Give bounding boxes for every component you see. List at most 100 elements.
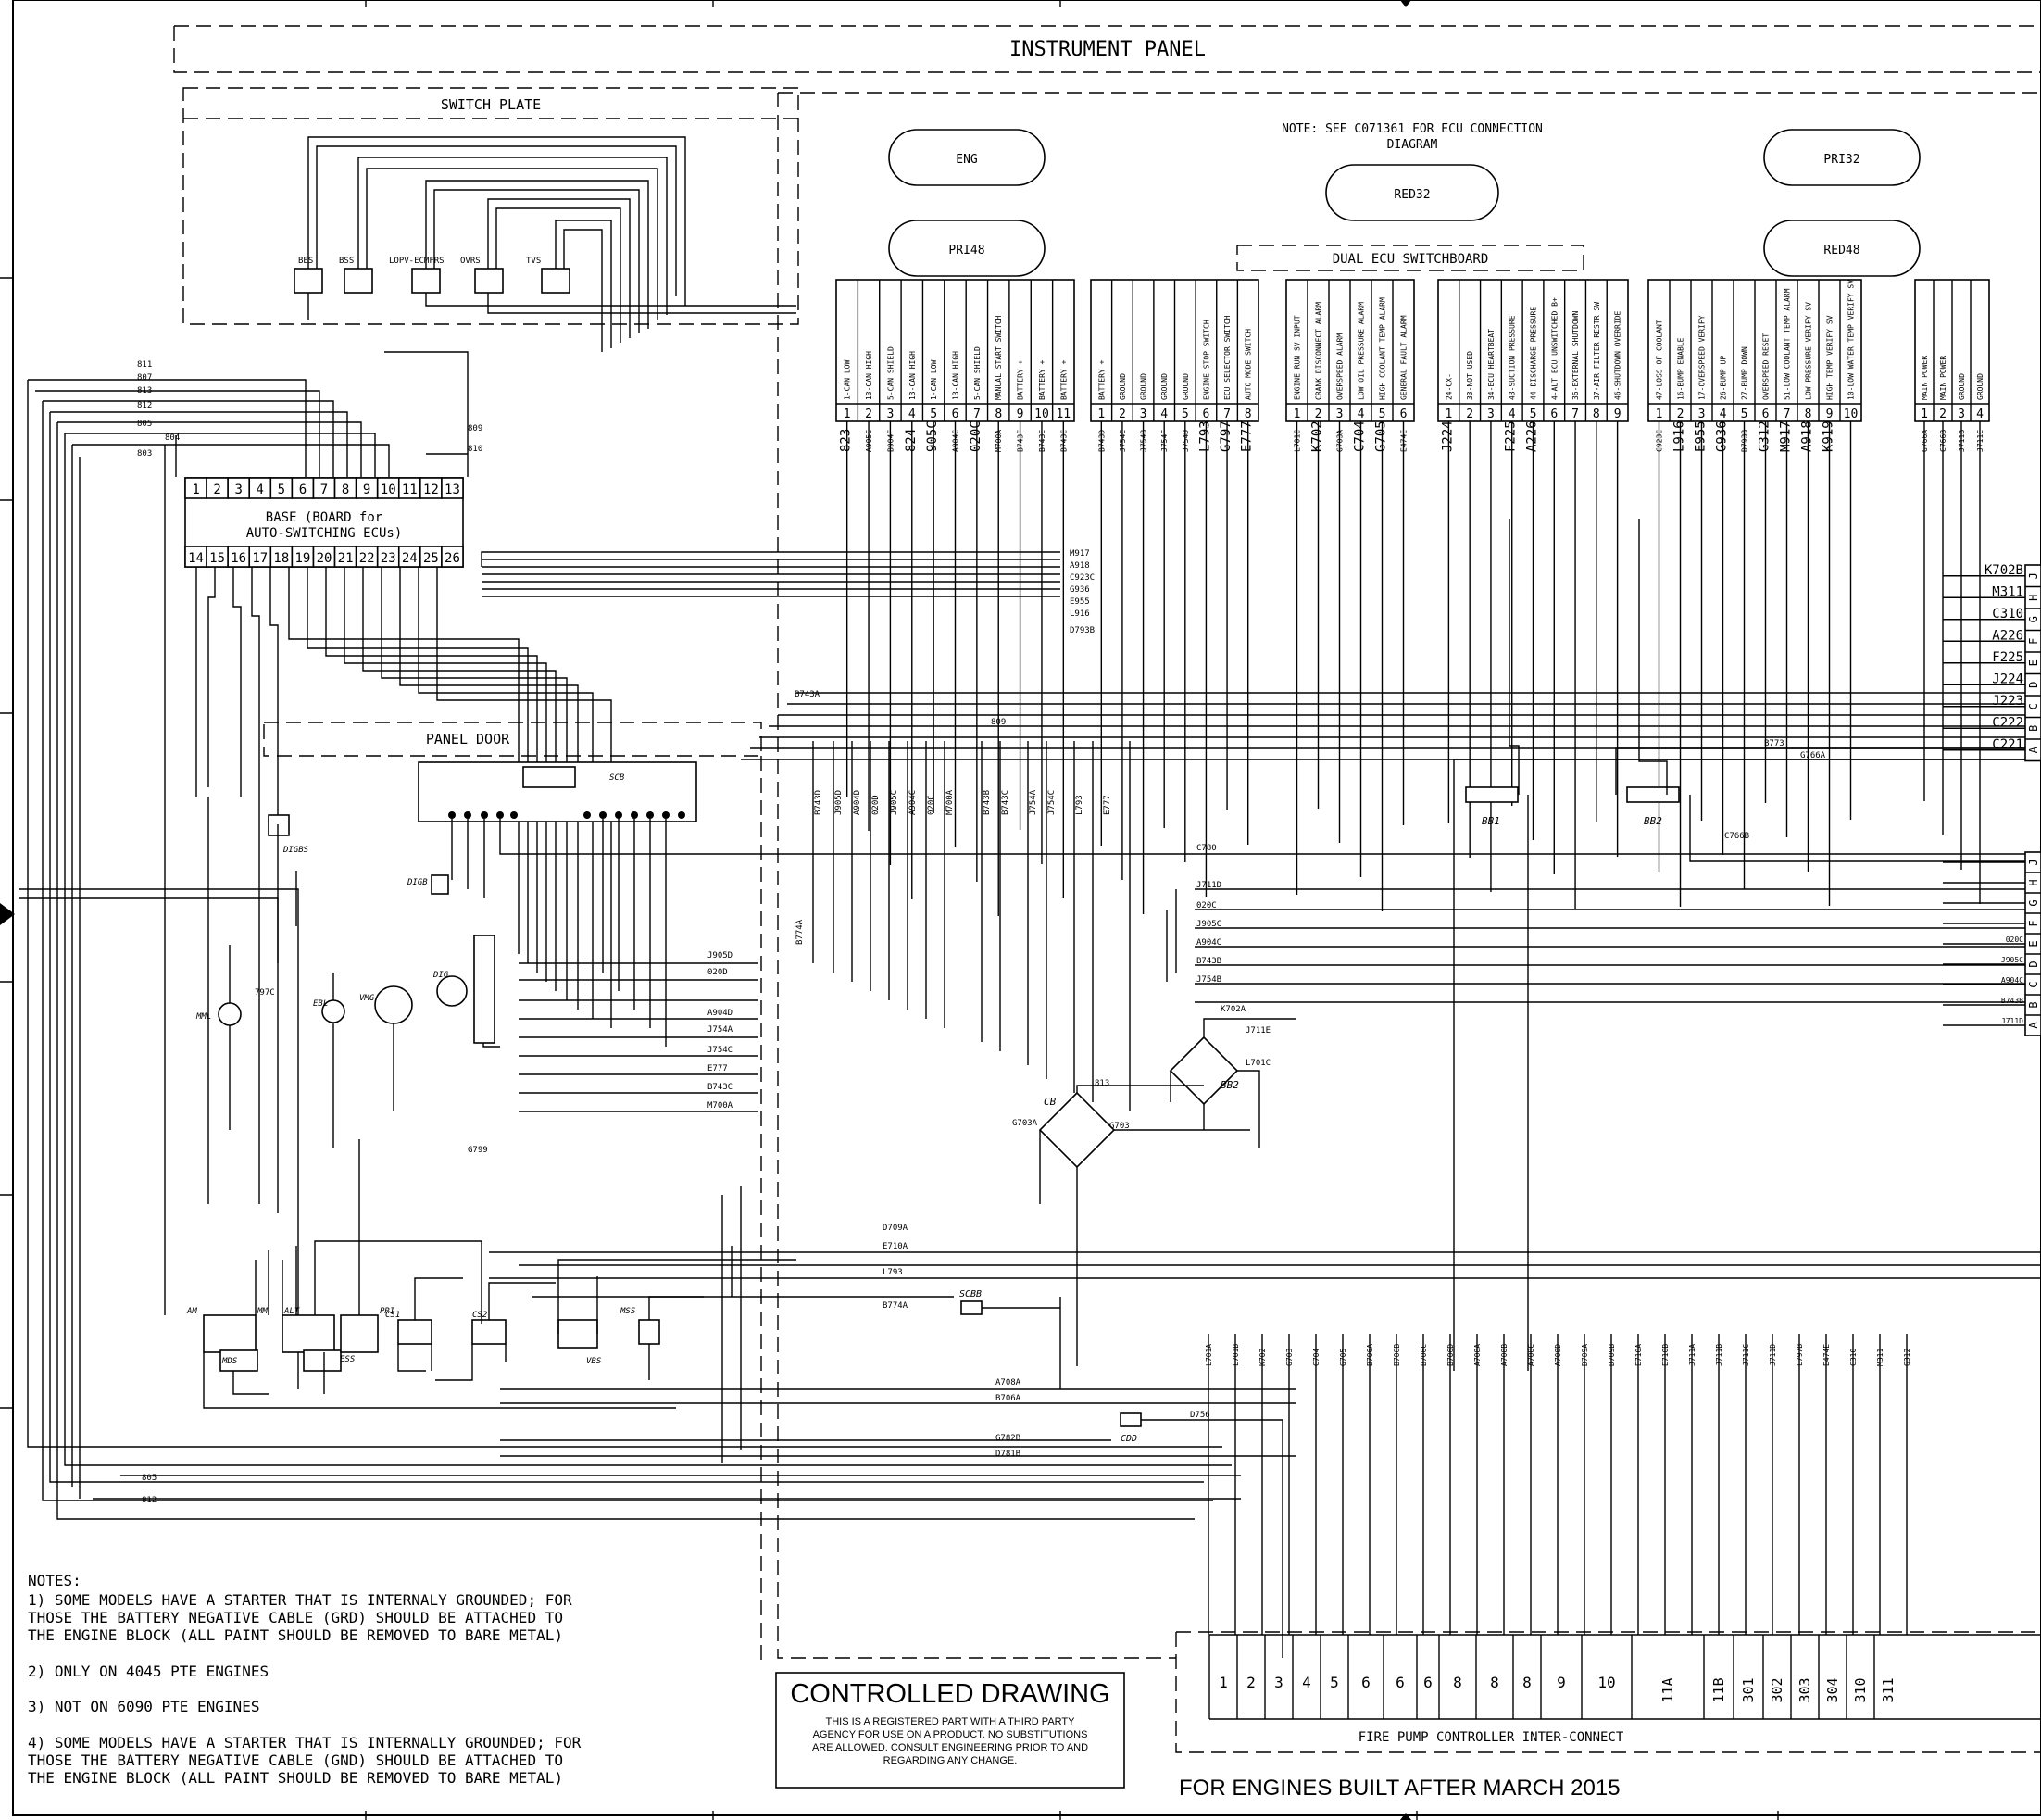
- terminal-number: 9: [1614, 408, 1622, 421]
- rectifier-labels: 813 K702A J711E L701C G703A G703 B773 G7…: [1012, 739, 1826, 1131]
- terminal-number: 5: [930, 408, 937, 421]
- base-board-pin-number: 4: [257, 483, 264, 497]
- fire-pump-terminal: 11A: [1659, 1677, 1676, 1702]
- g703a-label: J711E: [1246, 1026, 1271, 1036]
- bottom-bus-wire-label: L797B: [1796, 1344, 1804, 1366]
- terminal-number: 7: [1223, 408, 1231, 421]
- pri48-connector-icon: [888, 220, 1046, 277]
- terminal-wire-label: M917: [1779, 420, 1794, 452]
- terminal-number: 1: [844, 408, 851, 421]
- mml-lamp-icon: [218, 1002, 242, 1026]
- terminal-wire-label: J224: [1440, 420, 1455, 452]
- panel-door-title: PANEL DOOR: [426, 731, 510, 747]
- mss-switch-icon: [638, 1319, 660, 1345]
- terminal-function-label: GROUND: [1182, 373, 1190, 400]
- vlabel-j754c: J754C: [1047, 790, 1057, 815]
- connector-pin-letter: A: [2027, 746, 2040, 753]
- terminal-function-label: 27-BUMP DOWN: [1741, 346, 1749, 400]
- vlabel-j754a: J754A: [1029, 789, 1038, 815]
- bottom-bus-wire-label: B706D: [1446, 1344, 1455, 1366]
- connector-pin-letter: F: [2027, 920, 2040, 926]
- ecu-note-line2: DIAGRAM: [1387, 138, 1438, 152]
- connector-wire-label: C310: [1992, 607, 2023, 621]
- base-board-pin-number: 25: [423, 551, 439, 566]
- base-board-top-pin: [441, 477, 464, 499]
- j711e-label: 813: [1095, 1079, 1109, 1088]
- connector-pin-letter: C: [2027, 981, 2040, 987]
- connector-wire-label: 020C: [2006, 935, 2023, 944]
- bss-switch-icon: [344, 268, 373, 294]
- eng-connector-label: ENG: [956, 153, 978, 167]
- ebl-label: EBL: [313, 999, 328, 1009]
- vlabel-m700a: M700A: [945, 789, 955, 815]
- terminal-number: 3: [886, 408, 894, 421]
- bottom-bus-wire-label: G705: [1339, 1349, 1347, 1366]
- terminal-function-label: LOW PRESSURE VERIFY SV: [1805, 302, 1813, 400]
- terminal-function-label: 13-CAN HIGH: [952, 351, 960, 400]
- g799-label: G799: [468, 1146, 488, 1155]
- terminal-function-label: ENGINE STOP SWITCH: [1202, 320, 1210, 400]
- connector-pin-letter: F: [2027, 638, 2040, 645]
- bottom-bus-wire-label: J711A: [1688, 1344, 1697, 1366]
- eng-connector-icon: [888, 129, 1046, 186]
- terminal-number: 4: [1976, 408, 1984, 421]
- base-board-pin-number: 22: [359, 551, 375, 566]
- note-4-line-1: 4) SOME MODELS HAVE A STARTER THAT IS IN…: [28, 1734, 582, 1751]
- base-board-title-1: BASE (BOARD for: [266, 510, 382, 525]
- l701a-label: G703: [1109, 1122, 1130, 1131]
- terminal-function-label: 24-CX-: [1445, 373, 1453, 400]
- g936-label: G936: [1070, 585, 1090, 595]
- connector-wire-label: C222: [1992, 715, 2023, 730]
- fire-pump-terminal: 5: [1330, 1674, 1339, 1691]
- ovrs-switch-icon: [474, 268, 504, 294]
- g766a-label: B773: [1764, 739, 1784, 748]
- terminal-number: 3: [1958, 408, 1965, 421]
- e955-label: E955: [1070, 597, 1090, 607]
- c780-label: C780: [1196, 844, 1217, 853]
- digbs-label: DIGBS: [282, 846, 309, 855]
- controlled-drawing-line-1: THIS IS A REGISTERED PART WITH A THIRD P…: [826, 1716, 1076, 1727]
- 812-label: 812: [142, 1496, 157, 1505]
- connector-wire-label: J224: [1992, 672, 2023, 686]
- terminal-number: 7: [973, 408, 981, 421]
- b743b-label: B743B: [1196, 957, 1221, 966]
- terminal-number: 5: [1741, 408, 1748, 421]
- bottom-bus-wire-label: A708C: [1527, 1344, 1535, 1366]
- notes-title: NOTES:: [28, 1572, 81, 1589]
- note-4-line-2: THOSE THE BATTERY NEGATIVE CABLE (GND) S…: [28, 1751, 563, 1769]
- mid-vertical-wiring: [812, 741, 1131, 1111]
- panel-door-frame: [263, 722, 762, 1663]
- vmg-gauge-icon: [374, 985, 413, 1024]
- bottom-bus-wire-label: B706B: [1393, 1344, 1401, 1366]
- terminal-number: 8: [995, 408, 1002, 421]
- mm-label: MM: [257, 1307, 268, 1316]
- d793b-label: D793B: [1070, 626, 1095, 635]
- base-board-pin-number: 3: [234, 483, 242, 497]
- m700a-label: M700A: [707, 1101, 733, 1111]
- base-board-pin-number: 12: [423, 483, 439, 497]
- terminal-number: 2: [1466, 408, 1473, 421]
- base-board-pin-number: 14: [188, 551, 204, 566]
- terminal-function-label: MANUAL START SWITCH: [995, 315, 1003, 400]
- controlled-drawing-line-4: REGARDING ANY CHANGE.: [883, 1755, 1018, 1766]
- fire-pump-terminal: 8: [1453, 1674, 1462, 1691]
- terminal-function-label: GROUND: [1119, 373, 1127, 400]
- instrument-panel-title: INSTRUMENT PANEL: [1009, 38, 1206, 61]
- controlled-drawing-heading: CONTROLLED DRAWING: [790, 1679, 1109, 1709]
- terminal-wire-label: G797: [1219, 420, 1233, 452]
- cdd-diode-icon: [1120, 1412, 1142, 1427]
- bus-809-label: 809: [468, 424, 482, 433]
- 797c-label: 797C: [255, 988, 275, 998]
- vertical-wire-labels: B743D J905D A904D 020D J905C A904C 020C …: [795, 789, 1112, 945]
- 020c-label: 020C: [1196, 901, 1217, 910]
- controlled-drawing-line-3: ARE ALLOWED. CONSULT ENGINEERING PRIOR T…: [812, 1742, 1088, 1753]
- base-board-pin-number: 8: [342, 483, 349, 497]
- ess-switch-icon: [303, 1349, 342, 1372]
- bottom-bus-wire-label: B706C: [1420, 1344, 1428, 1366]
- notes-block: NOTES: 1) SOME MODELS HAVE A STARTER THA…: [28, 1572, 582, 1787]
- note-1-line-1: 1) SOME MODELS HAVE A STARTER THAT IS IN…: [28, 1591, 572, 1609]
- alt-label: ALT: [283, 1307, 300, 1316]
- m917-label: M917: [1070, 549, 1090, 559]
- door-bus-labels: C780 J711D 020C J905C A904C B743B J754B …: [255, 844, 1221, 1155]
